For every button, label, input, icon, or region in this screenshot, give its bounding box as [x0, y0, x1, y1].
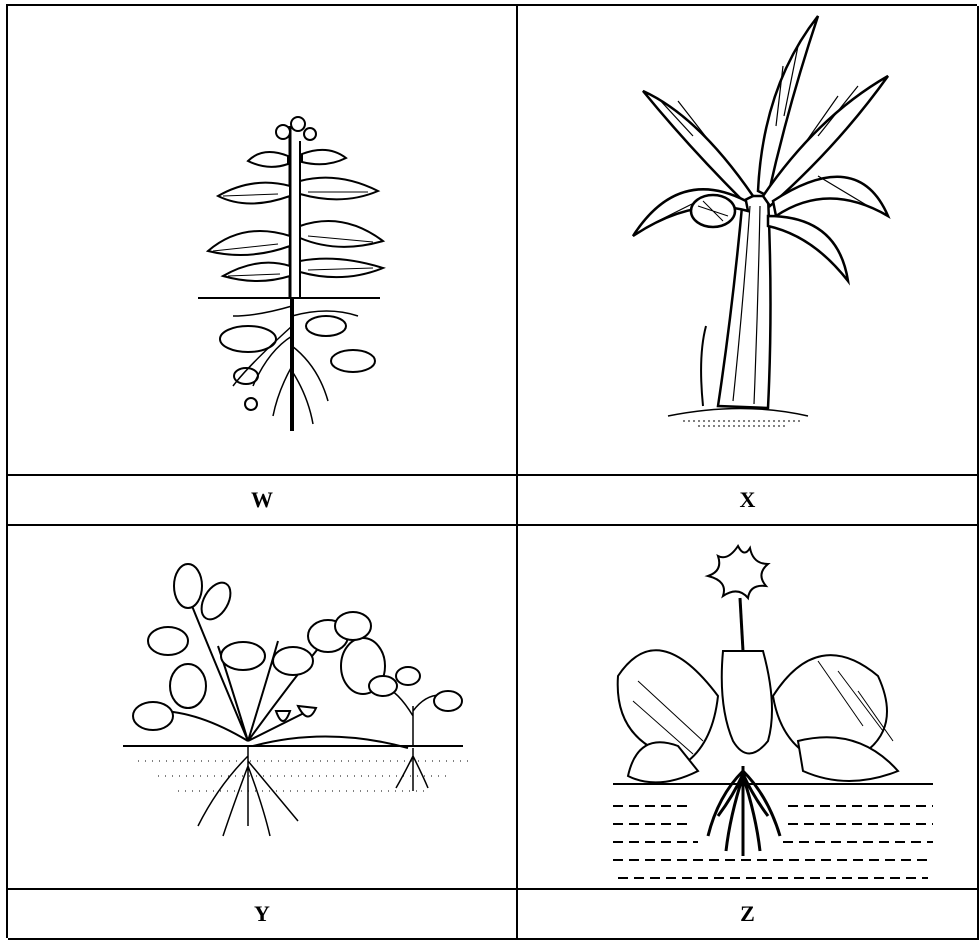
banana-plant-icon — [518, 6, 977, 474]
panel-z-image — [518, 526, 979, 890]
panel-w-image — [8, 6, 518, 476]
panel-z-label: Z — [518, 890, 979, 940]
panel-y-label: Y — [8, 890, 518, 940]
panel-x-label: X — [518, 476, 979, 526]
strawberry-plant-icon — [8, 526, 516, 888]
panel-x-image — [518, 6, 979, 476]
plants-table: W X — [6, 4, 977, 938]
water-hyacinth-icon — [518, 526, 977, 888]
panel-w-label: W — [8, 476, 518, 526]
potato-plant-icon — [8, 6, 516, 474]
panel-y-image — [8, 526, 518, 890]
